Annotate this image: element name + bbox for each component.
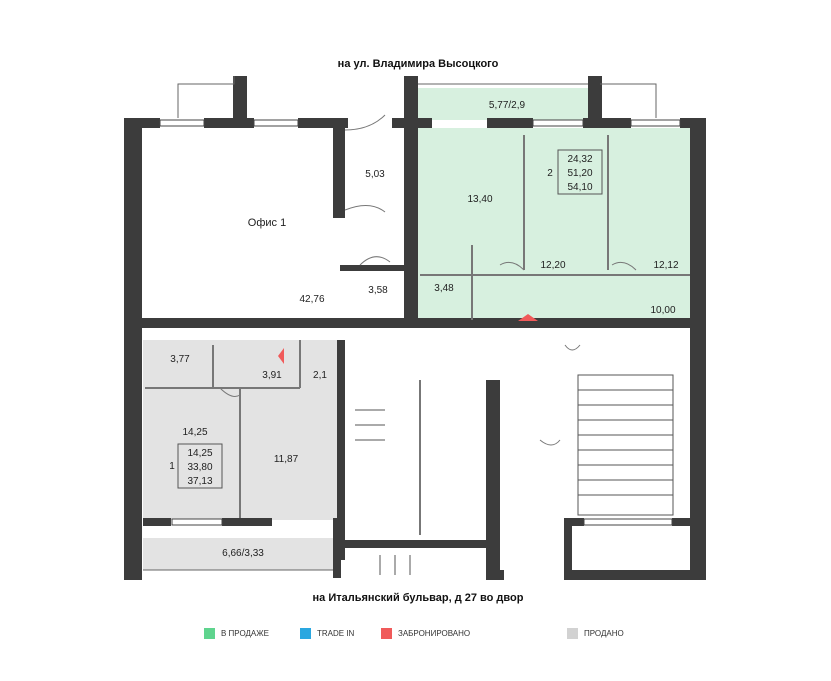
windows <box>159 119 681 526</box>
legend-for-sale[interactable]: В ПРОДАЖЕ <box>204 628 269 639</box>
apt1-number: 1 <box>169 461 175 472</box>
apt1-bath-area: 3,77 <box>170 354 190 365</box>
apt2-area-full: 54,10 <box>567 182 592 193</box>
apt1-hall-area: 3,91 <box>262 370 282 381</box>
legend: В ПРОДАЖЕ TRADE IN ЗАБРОНИРОВАНО ПРОДАНО <box>0 628 831 644</box>
legend-label-trade-in: TRADE IN <box>317 629 355 638</box>
legend-swatch-for-sale <box>204 628 215 639</box>
apt1-area-full: 37,13 <box>187 476 212 487</box>
apt2-area-total: 51,20 <box>567 168 592 179</box>
office-name: Офис 1 <box>248 217 286 229</box>
apt2-bath-area: 3,48 <box>434 283 454 294</box>
walls <box>124 76 706 580</box>
apt1-loggia-area: 6,66/3,33 <box>222 548 264 559</box>
legend-swatch-sold <box>567 628 578 639</box>
apartment-1-loggia-fill <box>143 538 333 570</box>
legend-trade-in[interactable]: TRADE IN <box>300 628 354 639</box>
legend-sold[interactable]: ПРОДАНО <box>567 628 624 639</box>
apartment-2-fill[interactable] <box>418 128 695 321</box>
apt1-area-box <box>177 443 223 489</box>
legend-label-for-sale: В ПРОДАЖЕ <box>221 629 269 638</box>
office-room-b: 3,58 <box>368 285 388 296</box>
apt1-closet-area: 2,1 <box>313 370 327 381</box>
legend-label-reserved: ЗАБРОНИРОВАНО <box>398 629 471 638</box>
apt1-area-total: 33,80 <box>187 462 212 473</box>
apt2-room-b-area: 12,12 <box>653 260 678 271</box>
apt2-area-living: 24,32 <box>567 154 592 165</box>
legend-reserved[interactable]: ЗАБРОНИРОВАНО <box>381 628 470 639</box>
apt2-kitchen-area: 13,40 <box>467 194 492 205</box>
apt1-area-living: 14,25 <box>187 448 212 459</box>
legend-swatch-trade-in <box>300 628 311 639</box>
legend-label-sold: ПРОДАНО <box>584 629 624 638</box>
apt2-hall-area: 10,00 <box>650 305 675 316</box>
legend-swatch-reserved <box>381 628 392 639</box>
apt2-area-box <box>557 149 603 195</box>
stairs <box>355 374 674 575</box>
doors <box>219 114 637 446</box>
apartment-2-balcony-fill <box>418 88 600 120</box>
entrance-marker-apt2 <box>518 314 538 321</box>
apt1-room-area: 14,25 <box>182 427 207 438</box>
balcony-rails <box>143 76 657 571</box>
office-room-a: 5,03 <box>365 169 385 180</box>
apt2-room-a-area: 12,20 <box>540 260 565 271</box>
street-top-label: на ул. Владимира Высоцкого <box>338 58 499 70</box>
area-boxes <box>177 149 603 489</box>
entrance-marker-apt1 <box>278 348 284 364</box>
apt2-number: 2 <box>547 168 553 179</box>
street-bottom-label: на Итальянский бульвар, д 27 во двор <box>313 592 524 604</box>
apt2-balcony-area: 5,77/2,9 <box>489 100 526 111</box>
office-area: 42,76 <box>299 294 324 305</box>
partitions <box>145 135 690 535</box>
apt1-kitchen-area: 11,87 <box>274 454 299 465</box>
